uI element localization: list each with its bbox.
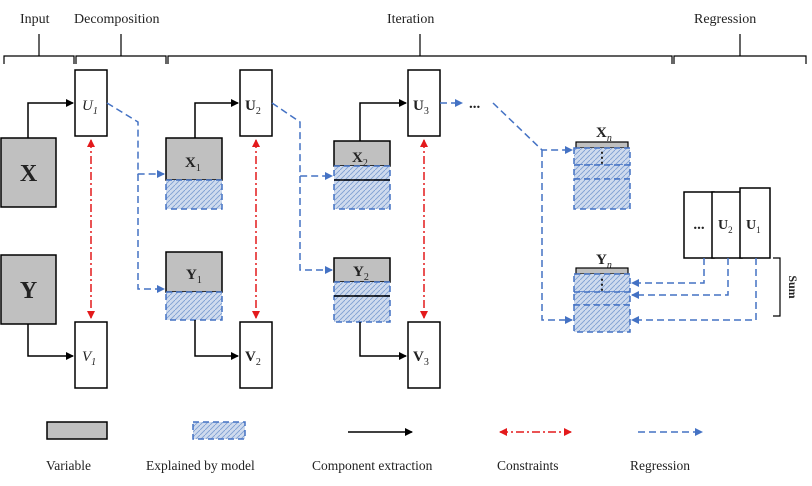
phase-label-regression: Regression — [694, 12, 756, 27]
matrix-x: X — [0, 137, 57, 208]
svg-text:U2: U2 — [245, 98, 261, 117]
svg-text:Xn: Xn — [596, 125, 612, 144]
matrix-y2: Y2 — [333, 257, 391, 323]
svg-text:X: X — [20, 161, 38, 187]
legend-item-constraints: Constraints — [497, 428, 572, 473]
legend-item-variable: Variable — [46, 421, 108, 473]
svg-text:X1: X1 — [185, 155, 201, 174]
component-u3: U3 — [407, 69, 441, 137]
legend-item-regression: Regression — [630, 428, 703, 473]
svg-text:Y2: Y2 — [353, 264, 369, 283]
sum-bracket: Sum — [773, 257, 800, 317]
svg-text:Component extraction: Component extraction — [312, 458, 433, 473]
matrix-y: Y — [0, 254, 57, 325]
vertical-dots: ⋮ — [595, 278, 609, 293]
matrix-x2: X2 — [333, 140, 391, 210]
phase-label-decomposition: Decomposition — [74, 12, 160, 27]
regression-component-stack: ... U2 U1 — [683, 187, 771, 259]
component-v3: V3 — [407, 321, 441, 389]
matrix-y1: Y1 — [165, 251, 223, 321]
brace-decomposition — [75, 34, 167, 64]
sum-label: Sum — [786, 275, 800, 298]
brace-iteration — [167, 34, 673, 64]
phase-label-input: Input — [20, 12, 50, 27]
legend: Variable Explained by model Component ex… — [46, 421, 703, 473]
svg-text:Constraints: Constraints — [497, 458, 559, 473]
svg-text:U3: U3 — [413, 98, 429, 117]
svg-text:...: ... — [693, 217, 705, 233]
svg-text:Explained by model: Explained by model — [146, 458, 255, 473]
svg-text:Y1: Y1 — [186, 267, 202, 286]
legend-item-explained: Explained by model — [146, 421, 255, 473]
svg-text:Variable: Variable — [46, 458, 91, 473]
svg-text:Yn: Yn — [596, 252, 612, 271]
matrix-yn: Yn ⋮ — [573, 252, 631, 333]
component-v1: V1 — [74, 321, 108, 389]
component-u2: U2 — [239, 69, 273, 137]
svg-text:Y: Y — [20, 278, 37, 304]
svg-text:V3: V3 — [413, 349, 429, 368]
svg-text:U1: U1 — [746, 218, 761, 235]
svg-text:V2: V2 — [245, 349, 261, 368]
phase-label-iteration: Iteration — [387, 12, 434, 27]
vertical-dots: ⋮ — [595, 151, 609, 166]
component-extraction-arrows — [27, 99, 407, 360]
brace-input — [3, 34, 75, 64]
svg-text:V1: V1 — [82, 349, 96, 368]
continuation-ellipsis: ... — [469, 96, 481, 112]
svg-text:Regression: Regression — [630, 458, 690, 473]
svg-text:U2: U2 — [718, 218, 733, 235]
matrix-x1: X1 — [165, 137, 223, 210]
constraint-arrows — [87, 139, 428, 319]
svg-text:U1: U1 — [82, 98, 98, 117]
component-v2: V2 — [239, 321, 273, 389]
phase-header: Input Decomposition Iteration Regression — [3, 12, 807, 64]
regression-arrows — [106, 99, 757, 324]
legend-item-component: Component extraction — [312, 428, 433, 473]
svg-text:X2: X2 — [352, 150, 368, 169]
matrix-xn: Xn ⋮ — [573, 125, 631, 210]
component-u1: U1 — [74, 69, 108, 137]
brace-regression — [673, 34, 807, 64]
